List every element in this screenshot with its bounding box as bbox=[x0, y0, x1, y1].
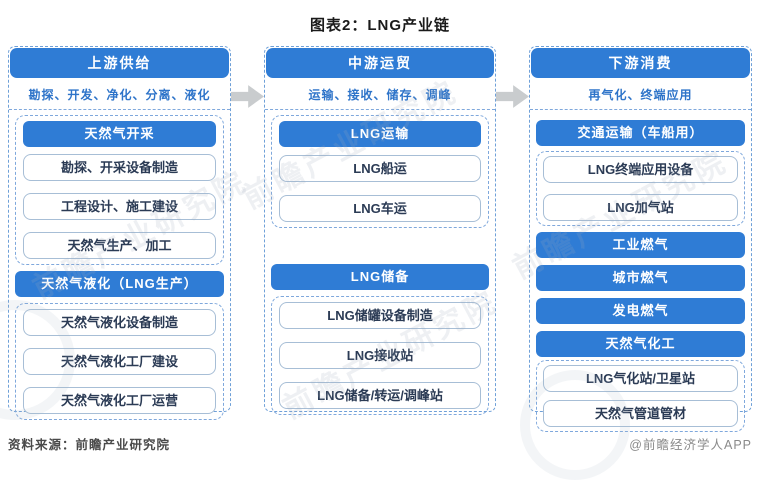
item-box: LNG车运 bbox=[279, 195, 481, 222]
column-downstream-subtitle: 再气化、终端应用 bbox=[529, 79, 751, 110]
section-gas-chemical: LNG气化站/卫星站 天然气管道管材 bbox=[535, 360, 745, 432]
item-box: 天然气管道管材 bbox=[542, 400, 738, 427]
lng-industry-chain-diagram: 前瞻产业研究院 前瞻产业研究院 前瞻产业研究院 前瞻产业研究院 图表2：LNG产… bbox=[0, 17, 760, 480]
column-downstream-header: 下游消费 bbox=[530, 48, 750, 78]
section-gas-extraction: 天然气开采 勘探、开采设备制造 工程设计、施工建设 天然气生产、加工 bbox=[15, 115, 225, 265]
item-box: 天然气液化设备制造 bbox=[23, 309, 217, 336]
bar-industrial-gas: 工业燃气 bbox=[535, 232, 745, 258]
column-downstream: 下游消费 再气化、终端应用 交通运输（车船用） LNG终端应用设备 LNG加气站… bbox=[528, 46, 752, 432]
item-box: 工程设计、施工建设 bbox=[23, 193, 217, 220]
flow-gap bbox=[495, 46, 529, 412]
column-midstream-subtitle: 运输、接收、储存、调峰 bbox=[265, 79, 495, 110]
section-lng-transport: LNG运输 LNG船运 LNG车运 bbox=[271, 115, 489, 228]
section-gap bbox=[271, 228, 489, 264]
column-midstream-header: 中游运贸 bbox=[266, 48, 494, 78]
item-box: LNG接收站 bbox=[279, 342, 481, 369]
item-box: 天然气液化工厂运营 bbox=[23, 387, 217, 414]
item-box: LNG储备/转运/调峰站 bbox=[279, 382, 481, 409]
right-arrow-icon bbox=[495, 85, 529, 108]
bar-transportation: 交通运输（车船用） bbox=[535, 120, 745, 146]
item-box: LNG终端应用设备 bbox=[542, 156, 738, 183]
bar-gas-liquefaction: 天然气液化（LNG生产） bbox=[15, 271, 225, 297]
page-title: 图表2：LNG产业链 bbox=[309, 17, 450, 34]
flow-diagram: 上游供给 勘探、开发、净化、分离、液化 天然气开采 勘探、开采设备制造 工程设计… bbox=[0, 46, 760, 432]
item-box: LNG加气站 bbox=[542, 194, 738, 221]
section-transportation: LNG终端应用设备 LNG加气站 bbox=[535, 151, 745, 226]
bar-city-gas: 城市燃气 bbox=[535, 265, 745, 291]
bar-lng-transport: LNG运输 bbox=[279, 121, 481, 147]
item-box: LNG气化站/卫星站 bbox=[542, 365, 738, 392]
column-upstream-header: 上游供给 bbox=[10, 48, 230, 78]
bar-gas-extraction: 天然气开采 bbox=[23, 121, 217, 147]
item-box: LNG储罐设备制造 bbox=[279, 302, 481, 329]
item-box: 天然气液化工厂建设 bbox=[23, 348, 217, 375]
flow-gap bbox=[231, 46, 265, 412]
bar-power-gas: 发电燃气 bbox=[535, 298, 745, 324]
source-note: 资料来源：前瞻产业研究院 bbox=[8, 438, 171, 452]
item-box: 勘探、开采设备制造 bbox=[23, 154, 217, 181]
section-lng-storage: LNG储罐设备制造 LNG接收站 LNG储备/转运/调峰站 bbox=[271, 296, 489, 415]
column-upstream: 上游供给 勘探、开发、净化、分离、液化 天然气开采 勘探、开采设备制造 工程设计… bbox=[8, 46, 232, 420]
bar-gas-chemical: 天然气化工 bbox=[535, 331, 745, 357]
right-arrow-icon bbox=[231, 85, 265, 108]
column-upstream-subtitle: 勘探、开发、净化、分离、液化 bbox=[9, 79, 231, 110]
credit-note: @前瞻经济学人APP bbox=[629, 438, 752, 452]
section-gas-liquefaction: 天然气液化设备制造 天然气液化工厂建设 天然气液化工厂运营 bbox=[15, 303, 225, 420]
bar-lng-storage: LNG储备 bbox=[271, 264, 489, 290]
item-box: LNG船运 bbox=[279, 155, 481, 182]
column-midstream: 中游运贸 运输、接收、储存、调峰 LNG运输 LNG船运 LNG车运 LNG储备… bbox=[264, 46, 496, 415]
item-box: 天然气生产、加工 bbox=[23, 232, 217, 259]
